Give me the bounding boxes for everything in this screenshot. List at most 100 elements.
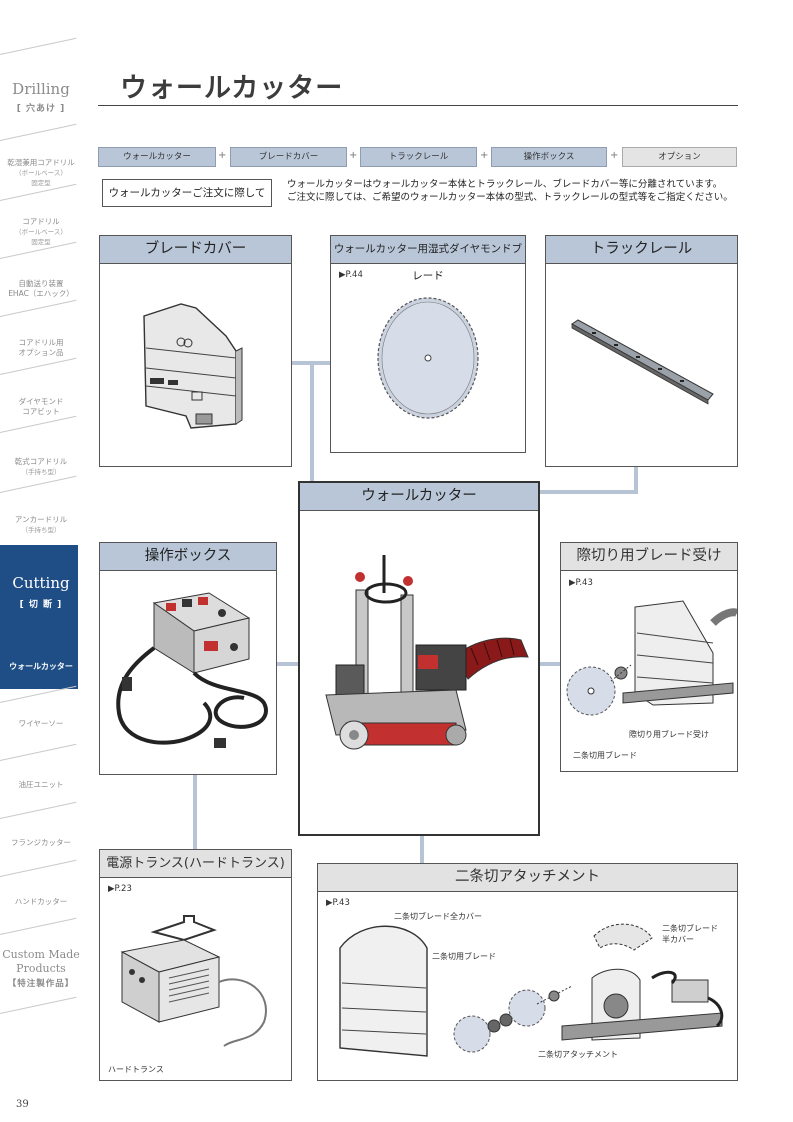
- panel-title: 二条切アタッチメント: [318, 864, 737, 892]
- connector-line: [540, 490, 638, 494]
- double-cut-illustration: [339, 923, 724, 1057]
- sidebar-cutting-title: Cutting: [12, 574, 70, 592]
- connector-line: [277, 662, 299, 666]
- sidebar-divider: [0, 917, 77, 935]
- sidebar-drilling-sub: [ 穴あけ ]: [16, 104, 66, 114]
- sidebar-item-wall-cutter[interactable]: ウォールカッター: [9, 662, 73, 671]
- panel-title: ウォールカッター: [300, 483, 538, 511]
- connector-line: [420, 836, 424, 863]
- panel-transformer: 電源トランス(ハードトランス) ▶P.23 ハードトランス: [99, 849, 292, 1081]
- sidebar-drilling-title: Drilling: [12, 80, 70, 98]
- sidebar-custom-line1: Custom Made: [2, 948, 80, 961]
- sidebar-divider: [0, 357, 77, 375]
- caption-hard-trans: ハードトランス: [108, 1065, 164, 1074]
- panel-title: トラックレール: [546, 236, 737, 264]
- sidebar-item-sub: 固定型: [31, 238, 51, 246]
- page-reference: ▶P.23: [108, 884, 132, 894]
- wall-cutter-illustration: [325, 555, 529, 750]
- order-note-line: ウォールカッターはウォールカッター本体とトラックレール、ブレードカバー等に分離さ…: [287, 179, 723, 190]
- flow-plus: +: [349, 150, 358, 161]
- caption-flush-cut-receiver: 際切り用ブレード受け: [629, 730, 709, 739]
- connector-line: [540, 662, 560, 666]
- connector-line: [634, 466, 638, 494]
- sidebar-divider: [0, 123, 77, 141]
- page-reference: ▶P.44: [339, 270, 363, 280]
- sidebar-item-hand-cutter[interactable]: ハンドカッター: [14, 897, 68, 906]
- sidebar-item-sub: （ボールベース）: [15, 228, 67, 236]
- sidebar-item-wet-dry-core-drill[interactable]: 乾湿兼用コアドリル （ボールベース） 固定型: [0, 158, 82, 188]
- sidebar-item-label: 自動送り装置: [18, 279, 64, 288]
- panel-flush-cut-receiver: 際切り用ブレード受け ▶P.43 際切り用ブレード受け 二条切用ブレード: [560, 542, 738, 772]
- sidebar-item-sub: （手持ち型）: [21, 468, 61, 476]
- panel-double-cut-attachment: 二条切アタッチメント ▶P.43 二条切ブレード全カバー 二条切用ブレード 二条…: [317, 863, 738, 1081]
- flow-plus: +: [218, 150, 227, 161]
- sidebar-custom-sub: 【特注製作品】: [7, 979, 75, 989]
- sidebar-custom-line2: Products: [16, 962, 66, 975]
- sidebar-item-sub: （手持ち型）: [21, 526, 61, 534]
- caption-half-cover: 二条切ブレード: [662, 924, 718, 933]
- sidebar-item-label: コアビット: [22, 407, 60, 416]
- sidebar-item-wire-saw[interactable]: ワイヤーソー: [18, 719, 64, 728]
- sidebar-divider: [0, 299, 77, 317]
- order-note-text: ウォールカッターはウォールカッター本体とトラックレール、ブレードカバー等に分離さ…: [287, 178, 733, 204]
- sidebar-divider: [0, 415, 77, 433]
- sidebar-divider: [0, 801, 77, 819]
- sidebar-item-flange-cutter[interactable]: フランジカッター: [11, 838, 71, 847]
- sidebar-divider: [0, 475, 77, 493]
- sidebar-divider: [0, 37, 77, 55]
- sidebar-item-wall-cutter-active[interactable]: [0, 657, 78, 689]
- flow-item-track-rail: トラックレール: [360, 147, 477, 167]
- sidebar-item-label: コアドリル用: [18, 338, 64, 347]
- sidebar-cutting-section: [0, 545, 78, 657]
- panel-wall-cutter: ウォールカッター: [298, 481, 540, 836]
- caption-half-cover-2: 半カバー: [662, 935, 694, 944]
- panel-diamond-blade: ウォールカッター用湿式ダイヤモンドブレード ▶P.44: [330, 235, 526, 453]
- page-reference: ▶P.43: [326, 898, 350, 908]
- caption-double-cut-blade: 二条切用ブレード: [432, 952, 496, 961]
- sidebar-item-label: EHAC（エハック）: [8, 289, 74, 298]
- page-number: 39: [16, 1099, 29, 1110]
- sidebar-item-sub: （ボールベース）: [15, 169, 67, 177]
- sidebar-divider: [0, 743, 77, 761]
- sidebar-item-ehac[interactable]: 自動送り装置 EHAC（エハック）: [0, 279, 82, 299]
- sidebar-divider: [0, 996, 77, 1014]
- transformer-illustration: [120, 915, 267, 1047]
- page-reference: ▶P.43: [569, 578, 593, 588]
- flow-item-wall-cutter: ウォールカッター: [98, 147, 216, 167]
- sidebar-item-sub: 固定型: [31, 179, 51, 187]
- flow-plus: +: [480, 150, 489, 161]
- flow-item-control-box: 操作ボックス: [491, 147, 607, 167]
- sidebar-item-label: 乾湿兼用コアドリル: [7, 158, 75, 167]
- sidebar-item-hydraulic-unit[interactable]: 油圧ユニット: [18, 780, 64, 789]
- sidebar-item-dry-core-drill[interactable]: 乾式コアドリル （手持ち型）: [0, 457, 82, 477]
- sidebar-item-label: アンカードリル: [14, 515, 68, 524]
- sidebar-item-label: ダイヤモンド: [18, 397, 64, 406]
- panel-title: 電源トランス(ハードトランス): [100, 850, 291, 878]
- title-rule: [98, 105, 738, 106]
- panel-blade-cover: ブレードカバー: [99, 235, 292, 467]
- sidebar-item-diamond-core-bit[interactable]: ダイヤモンド コアビット: [0, 397, 82, 417]
- diamond-blade-illustration: [377, 297, 479, 419]
- sidebar-item-label: オプション品: [18, 348, 64, 357]
- blade-cover-illustration: [143, 303, 243, 429]
- panel-track-rail: トラックレール: [545, 235, 738, 467]
- flow-item-blade-cover: ブレードカバー: [230, 147, 347, 167]
- order-note-box: ウォールカッターご注文に際して: [102, 179, 272, 207]
- sidebar-item-anchor-drill[interactable]: アンカードリル （手持ち型）: [0, 515, 82, 535]
- sidebar-item-core-drill-options[interactable]: コアドリル用 オプション品: [0, 338, 82, 358]
- flow-item-option: オプション: [622, 147, 737, 167]
- sidebar-item-core-drill[interactable]: コアドリル （ボールベース） 固定型: [0, 217, 82, 247]
- panel-control-box: 操作ボックス: [99, 542, 277, 775]
- sidebar-item-label: 乾式コアドリル: [14, 457, 68, 466]
- panel-title: ウォールカッター用湿式ダイヤモンドブレード: [331, 236, 525, 282]
- flush-cut-receiver-illustration: [566, 600, 737, 716]
- panel-title: 際切り用ブレード受け: [561, 543, 737, 571]
- panel-title: ブレードカバー: [100, 236, 291, 264]
- sidebar-divider: [0, 859, 77, 877]
- flow-plus: +: [610, 150, 619, 161]
- caption-double-cut-attachment: 二条切アタッチメント: [538, 1050, 618, 1059]
- page-title: ウォールカッター: [120, 73, 344, 104]
- caption-full-cover: 二条切ブレード全カバー: [394, 912, 482, 921]
- connector-line: [193, 775, 197, 849]
- order-note-line: ご注文に際しては、ご希望のウォールカッター本体の型式、トラックレールの型式等をご…: [287, 192, 733, 203]
